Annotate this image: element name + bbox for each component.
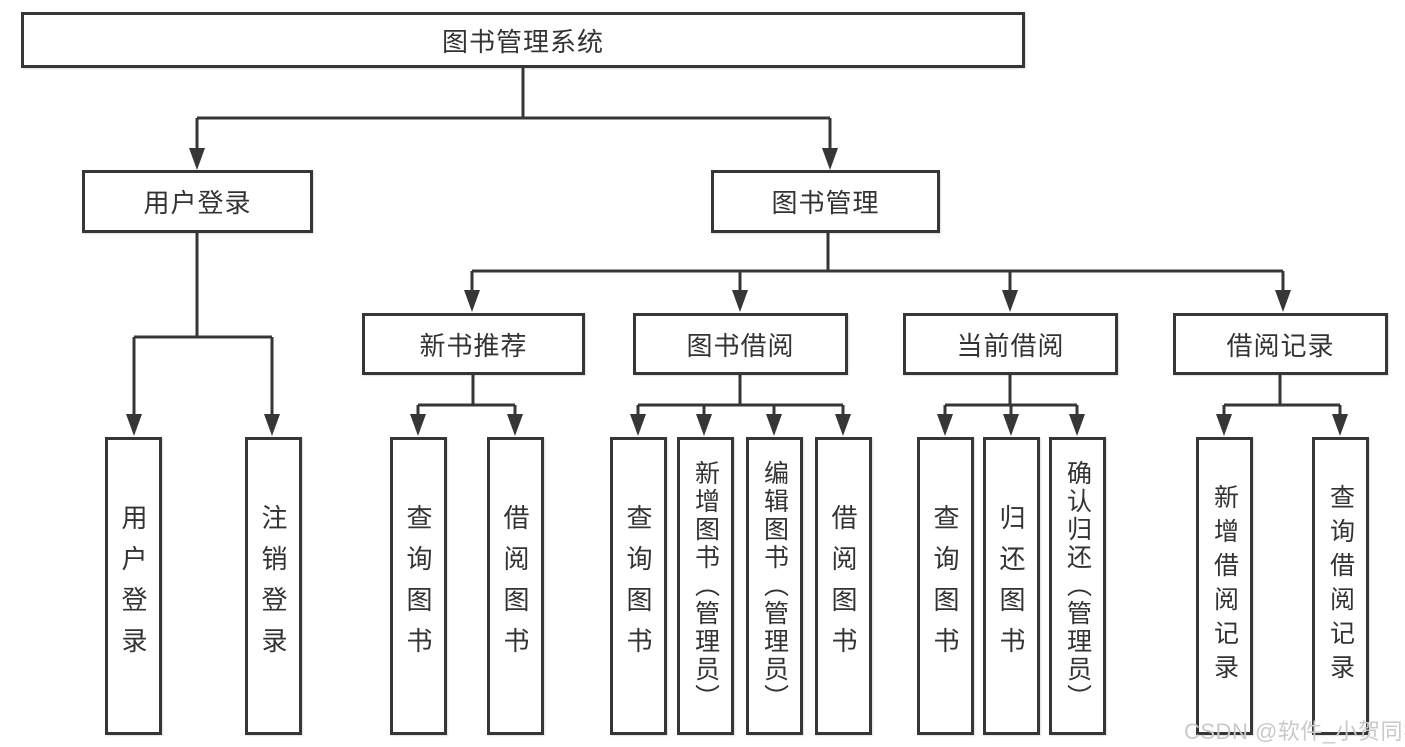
leaf-logout: 注销登录 [245,437,302,735]
node-user-login: 用户登录 [82,170,313,233]
leaf-borrow-books-recommend-label: 借阅图书 [500,504,530,668]
node-current-borrow: 当前借阅 [903,313,1118,375]
node-borrow-records: 借阅记录 [1173,313,1388,375]
leaf-borrow-books: 借阅图书 [815,437,872,735]
leaf-query-books-current-label: 查询图书 [930,504,960,668]
node-current-borrow-label: 当前借阅 [956,330,1065,361]
leaf-query-books-borrow: 查询图书 [610,437,667,735]
node-borrow-records-label: 借阅记录 [1226,330,1335,361]
leaf-add-book-admin-label: 新增图书（管理员） [691,460,720,712]
leaf-return-book: 归还图书 [983,437,1040,735]
leaf-borrow-books-label: 借阅图书 [828,504,858,668]
leaf-query-books-borrow-label: 查询图书 [623,504,653,668]
leaf-confirm-return-admin: 确认归还（管理员） [1049,437,1106,735]
leaf-return-book-label: 归还图书 [996,504,1026,668]
node-user-login-label: 用户登录 [143,188,252,218]
leaf-add-borrow-record: 新增借阅记录 [1196,437,1253,735]
leaf-user-login-label: 用户登录 [118,504,148,668]
node-book-management: 图书管理 [711,170,940,233]
leaf-add-borrow-record-label: 新增借阅记录 [1210,484,1239,688]
node-book-borrow: 图书借阅 [633,313,848,375]
leaf-edit-book-admin-label: 编辑图书（管理员） [760,460,789,712]
leaf-query-borrow-record-label: 查询借阅记录 [1326,484,1355,688]
node-root-label: 图书管理系统 [441,26,604,57]
leaf-query-books-current: 查询图书 [917,437,974,735]
leaf-user-login: 用户登录 [105,437,162,735]
leaf-add-book-admin: 新增图书（管理员） [677,437,734,735]
leaf-query-books-recommend-label: 查询图书 [403,504,433,668]
leaf-edit-book-admin: 编辑图书（管理员） [746,437,803,735]
node-new-book-recommend-label: 新书推荐 [419,330,528,361]
node-new-book-recommend: 新书推荐 [362,313,585,375]
watermark: CSDN @软件_小贺同学 [1184,719,1405,744]
leaf-confirm-return-admin-label: 确认归还（管理员） [1063,460,1092,712]
node-book-borrow-label: 图书借阅 [686,330,795,361]
leaf-logout-label: 注销登录 [258,504,288,668]
node-root: 图书管理系统 [21,12,1025,68]
leaf-borrow-books-recommend: 借阅图书 [487,437,544,735]
leaf-query-books-recommend: 查询图书 [390,437,447,735]
node-book-management-label: 图书管理 [771,188,880,218]
leaf-query-borrow-record: 查询借阅记录 [1312,437,1369,735]
